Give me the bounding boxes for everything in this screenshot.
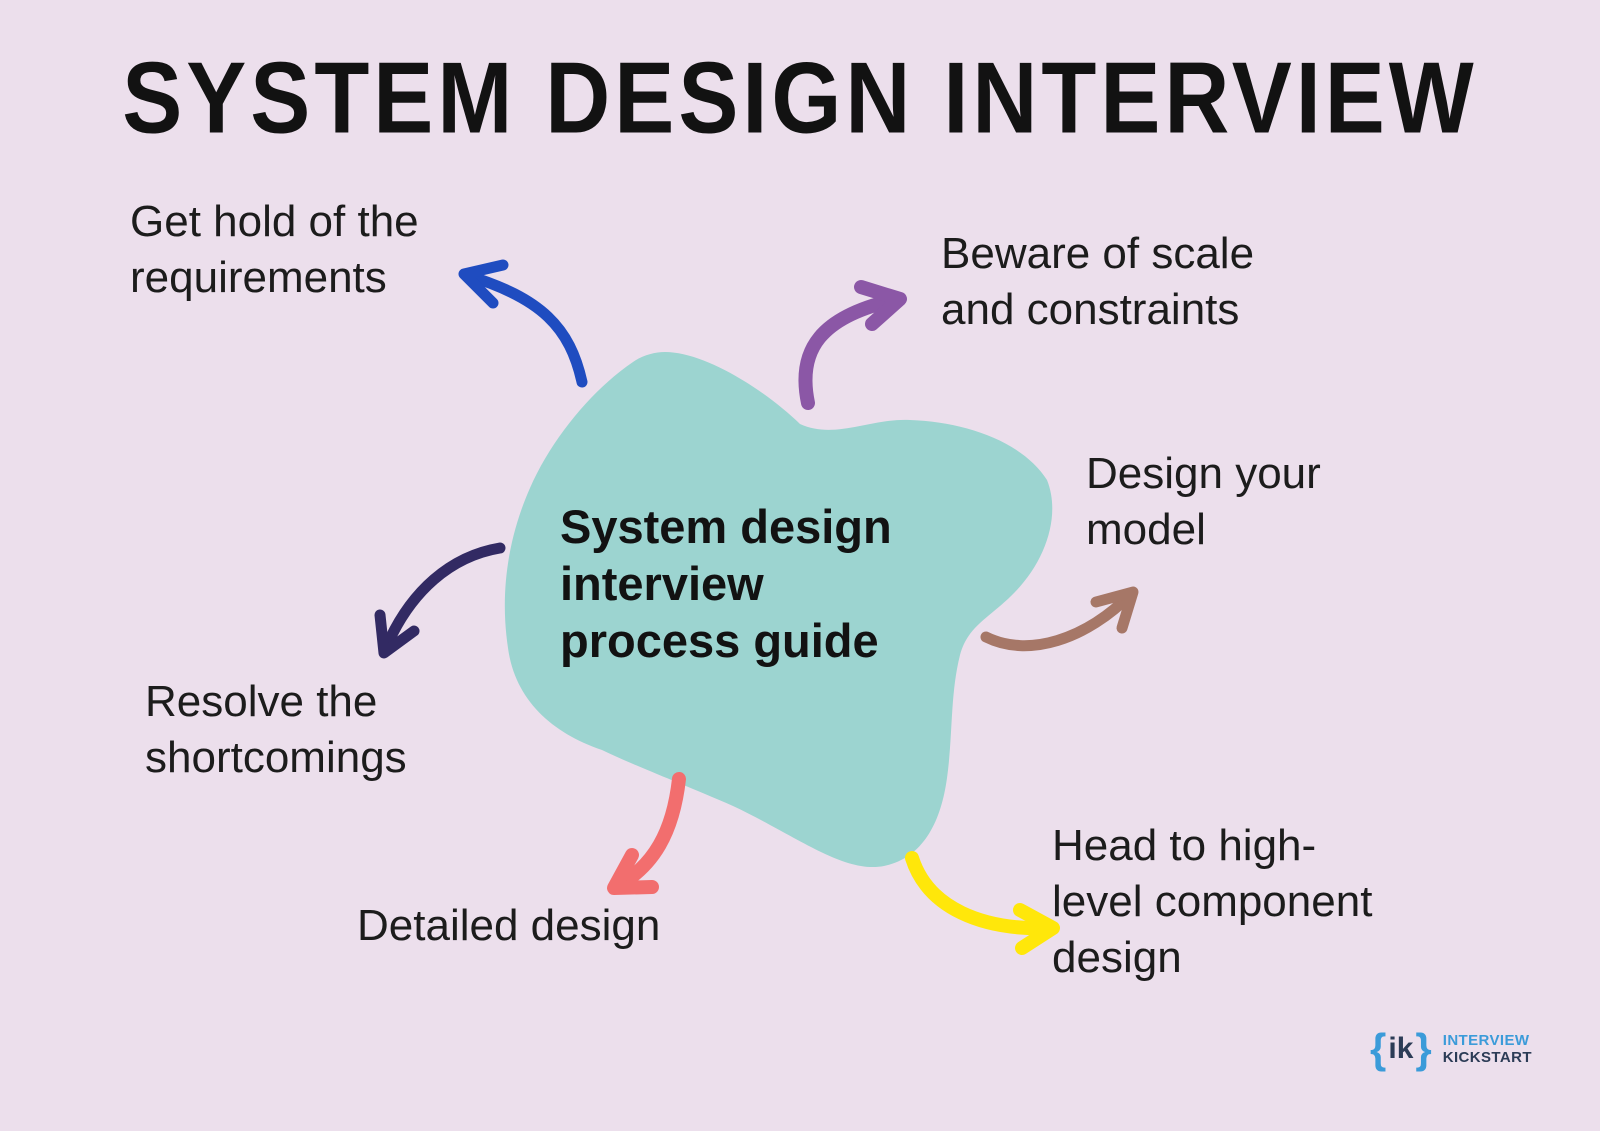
step-label-line: Beware of scale: [941, 229, 1255, 278]
step-label-line: Resolve the: [145, 677, 378, 726]
step-label-high-level-design: Head to high- level component design: [1052, 818, 1372, 986]
logo-wordmark: INTERVIEW KICKSTART: [1443, 1032, 1532, 1066]
step-label-detailed-design: Detailed design: [357, 898, 660, 954]
step-label-line: level component: [1052, 877, 1373, 926]
ik-logo-icon: { ik }: [1370, 1028, 1432, 1070]
center-blob-title-line: process guide: [560, 614, 879, 667]
center-blob-shape: [504, 352, 1053, 868]
logo-wordmark-line2: KICKSTART: [1442, 1049, 1532, 1066]
logo-brace-open: {: [1370, 1025, 1387, 1072]
step-label-line: Head to high-: [1052, 821, 1317, 870]
requirements-arrow: [458, 259, 588, 388]
step-label-resolve-shortcomings: Resolve the shortcomings: [145, 674, 407, 786]
step-label-line: model: [1086, 505, 1206, 554]
step-label-line: Design your: [1086, 449, 1321, 498]
center-blob-title-line: interview: [560, 557, 764, 610]
logo-wordmark-line1: INTERVIEW: [1442, 1032, 1530, 1049]
resolve-shortcomings-arrow: [374, 542, 506, 659]
center-blob-title: System design interview process guide: [560, 498, 892, 669]
logo-brace-close: }: [1415, 1025, 1432, 1072]
step-label-line: Detailed design: [357, 901, 661, 950]
design-model-arrow: [980, 586, 1139, 652]
logo-ik-letters: ik: [1388, 1032, 1414, 1065]
center-blob-title-line: System design: [560, 500, 892, 553]
step-label-requirements: Get hold of the requirements: [130, 194, 419, 306]
scale-constraints-arrow: [798, 280, 907, 410]
step-label-line: and constraints: [941, 285, 1240, 334]
step-label-line: shortcomings: [145, 733, 407, 782]
step-label-line: Get hold of the: [130, 197, 419, 246]
step-label-scale-constraints: Beware of scale and constraints: [941, 226, 1254, 338]
page-title: SYSTEM DESIGN INTERVIEW: [122, 43, 1478, 156]
detailed-design-arrow: [607, 772, 686, 895]
step-label-design-model: Design your model: [1086, 446, 1321, 558]
step-label-line: design: [1052, 933, 1182, 982]
step-label-line: requirements: [130, 253, 387, 302]
interview-kickstart-logo: { ik } INTERVIEW KICKSTART: [1370, 1028, 1532, 1070]
high-level-design-arrow: [905, 851, 1060, 955]
